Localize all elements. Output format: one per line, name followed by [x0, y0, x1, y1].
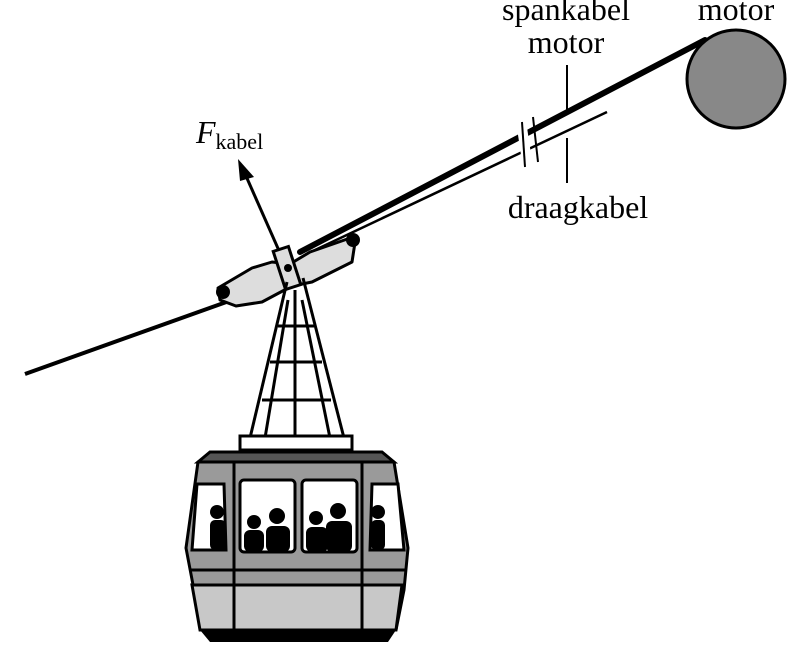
force-symbol: F — [195, 114, 216, 150]
spankabel-cable — [297, 37, 708, 255]
haul-cable-left — [24, 298, 233, 376]
label-force: Fkabel — [195, 114, 263, 154]
cable-car-gondola-icon — [184, 434, 410, 642]
motor-pulley-icon — [685, 28, 787, 130]
force-arrow — [238, 159, 286, 263]
cable-break-mark — [516, 116, 539, 169]
label-motor-top: motor — [698, 0, 775, 27]
label-spankabel: spankabel — [502, 0, 630, 27]
passenger-silhouette-icon — [210, 503, 385, 552]
label-draagkabel: draagkabel — [508, 189, 648, 225]
label-motor-mid: motor — [528, 24, 605, 60]
force-subscript: kabel — [216, 129, 264, 154]
draagkabel-cable — [314, 110, 608, 252]
cables — [24, 37, 708, 376]
gondola-hanger — [248, 277, 346, 439]
cable-clamp — [216, 233, 360, 308]
